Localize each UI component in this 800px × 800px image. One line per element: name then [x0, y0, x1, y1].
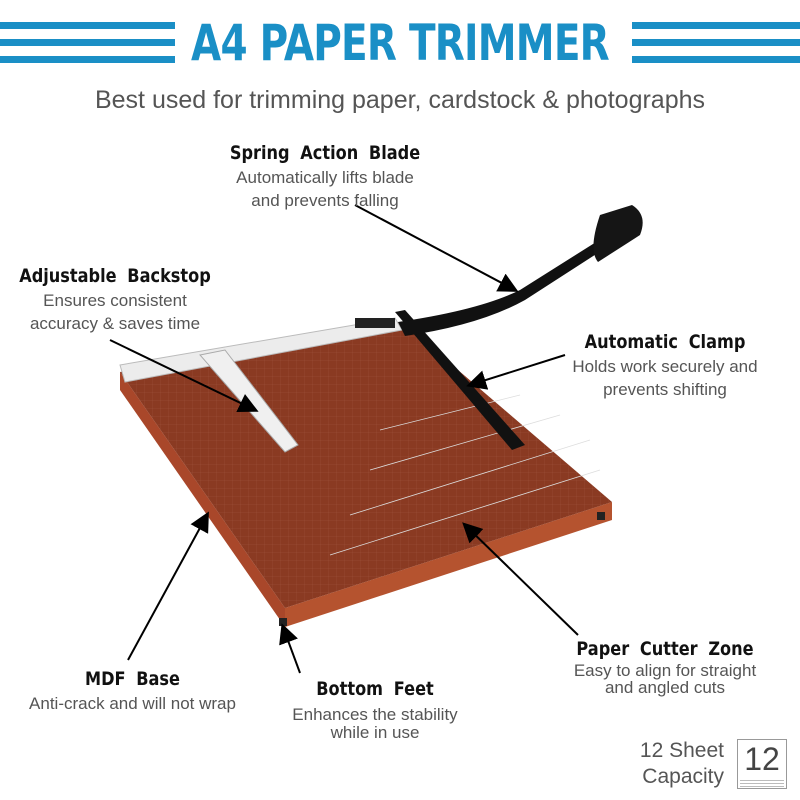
feature-title: Bottom Feet: [316, 678, 434, 700]
feature-desc: and prevents falling: [251, 191, 399, 210]
feature-adjustable-backstop: Adjustable Backstop Ensures consistent ac…: [0, 265, 230, 335]
feature-automatic-clamp: Automatic Clamp Holds work securely and p…: [548, 331, 782, 401]
feature-desc: Automatically lifts blade: [236, 168, 414, 187]
feature-mdf-base: MDF Base Anti-crack and will not wrap: [5, 668, 260, 715]
blade-arm: [355, 205, 643, 450]
paper-stack-icon: 12: [737, 739, 787, 789]
feature-desc: Enhances the stability: [292, 705, 458, 724]
feature-desc: Ensures consistent: [43, 291, 187, 310]
feature-desc: Easy to align for straight: [573, 661, 757, 680]
capacity-line1: 12 Sheet: [639, 739, 724, 762]
bottom-feet-shapes: [279, 512, 605, 626]
feature-title: MDF Base: [84, 668, 181, 690]
header-stripes-left: [0, 22, 175, 66]
feature-title: Spring Action Blade: [229, 142, 421, 164]
feature-title: Paper Cutter Zone: [576, 638, 754, 660]
feature-paper-cutter-zone: Paper Cutter Zone Easy to align for stra…: [555, 638, 775, 696]
feature-desc: accuracy & saves time: [29, 314, 201, 333]
feature-desc: while in use: [330, 723, 420, 742]
feature-desc: and angled cuts: [604, 678, 726, 697]
feature-title: Adjustable Backstop: [19, 265, 211, 287]
feature-desc: prevents shifting: [603, 380, 727, 399]
callout-arrows: [109, 204, 579, 674]
page-subtitle: Best used for trimming paper, cardstock …: [94, 86, 706, 114]
feature-title: Automatic Clamp: [584, 331, 746, 353]
feature-desc: Anti-crack and will not wrap: [29, 694, 236, 713]
header-stripes-right: [632, 22, 800, 66]
page-title: A4 PAPER TRIMMER: [191, 14, 610, 72]
feature-spring-action-blade: Spring Action Blade Automatically lifts …: [200, 142, 450, 212]
feature-desc: Holds work securely and: [572, 357, 758, 376]
capacity-value: 12: [744, 741, 780, 777]
capacity-line2: Capacity: [642, 765, 724, 788]
